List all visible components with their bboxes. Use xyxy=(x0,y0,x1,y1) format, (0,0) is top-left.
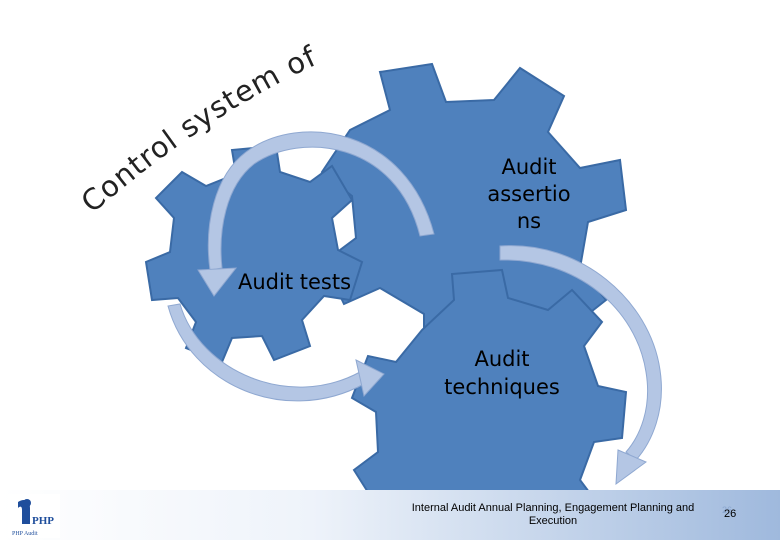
gear-tests xyxy=(144,144,364,364)
gear-techniques-label: Audit techniques xyxy=(444,347,560,399)
arrow-assertions-to-techniques-head xyxy=(615,449,648,486)
arrow-tests-to-techniques-head xyxy=(355,359,385,398)
arrow-assertions-to-techniques xyxy=(499,245,662,486)
page-number: 26 xyxy=(724,508,737,520)
footer-band xyxy=(0,490,780,540)
gear-tests-shape xyxy=(144,144,364,364)
footer-text: Internal Audit Annual Planning, Engageme… xyxy=(411,502,695,527)
arrow-assertions-to-tests xyxy=(197,131,435,297)
gear-assertions-label: Audit assertio ns xyxy=(487,155,571,233)
arrow-assertions-to-tests-head xyxy=(197,267,238,297)
php-audit-logo: PHP PHP Audit xyxy=(8,494,60,538)
page-number-ghost: 26 xyxy=(722,505,733,515)
svg-text:PHP Audit: PHP Audit xyxy=(12,531,38,537)
arrow-tests-to-techniques xyxy=(167,303,385,402)
svg-text:PHP: PHP xyxy=(32,515,54,527)
gear-tests-label: Audit tests xyxy=(238,270,352,294)
